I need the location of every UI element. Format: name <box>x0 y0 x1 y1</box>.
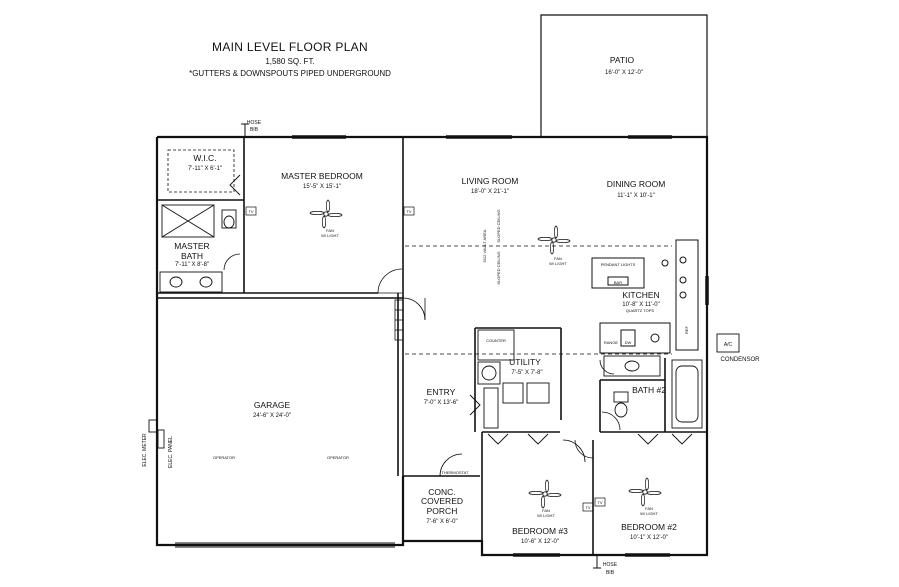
pendant-label: PENDANT LIGHTS <box>601 262 636 267</box>
utility-dims: 7'-5" X 7'-8" <box>511 370 542 376</box>
ac-unit <box>716 333 740 353</box>
patio-dims: 16'-0" X 12'-0" <box>605 70 643 76</box>
wic-name: W.I.C. <box>193 153 216 163</box>
kitchen-name: KITCHEN <box>622 290 659 300</box>
operator-right: OPERATOR <box>327 455 349 460</box>
porch-name-2: COVERED <box>421 496 463 506</box>
master-bath-dims: 7'-11" X 8'-8" <box>175 262 209 268</box>
bath2-fixtures <box>603 355 703 429</box>
patio-name: PATIO <box>610 55 635 65</box>
hose-bib-top-1: HOSE <box>247 120 262 126</box>
elec-markers <box>148 419 165 449</box>
kitchen-cabinets <box>591 239 699 354</box>
closet-doors <box>229 174 693 445</box>
quartz-note: QUARTZ TOPS <box>626 308 655 313</box>
plan-note: *GUTTERS & DOWNSPOUTS PIPED UNDERGROUND <box>189 69 391 78</box>
porch-name-1: CONC. <box>428 487 455 497</box>
utility-fixtures <box>477 329 550 429</box>
wic-dims: 7'-11" X 6'-1" <box>188 166 222 172</box>
fan-light-label-3: W/ LIGHT <box>537 513 555 518</box>
thermostat-label: THERMOSTAT <box>442 470 470 475</box>
master-bedroom-fan-icon <box>309 199 343 229</box>
master-bedroom-dims: 15'-5" X 15'-1" <box>303 184 341 190</box>
master-bath-name-1: MASTER <box>174 241 209 251</box>
bedroom3-dims: 10'-6" X 12'-0" <box>521 539 559 545</box>
fan-label-2: FAN <box>554 256 562 261</box>
bedroom2-dims: 10'-1" X 12'-0" <box>630 535 668 541</box>
condensor-label: CONDENSOR <box>720 357 760 363</box>
bedroom3-name: BEDROOM #3 <box>512 526 568 536</box>
interior-walls <box>157 137 707 555</box>
entry-name: ENTRY <box>427 387 456 397</box>
utility-name: UTILITY <box>509 357 541 367</box>
fan-light-label-1: W/ LIGHT <box>321 233 339 238</box>
master-bath-fixtures <box>159 204 237 293</box>
bath2-name: BATH #2 <box>632 385 666 395</box>
fan-label-3: FAN <box>542 508 550 513</box>
master-bedroom-name: MASTER BEDROOM <box>281 171 363 181</box>
tv-label-2: TV <box>406 209 411 214</box>
hose-bib-bottom-2: BIB <box>606 570 615 576</box>
living-room-name: LIVING ROOM <box>462 176 519 186</box>
ceiling-lines <box>405 245 672 355</box>
door-swings <box>223 253 621 477</box>
entry-dims: 7'-0" X 13'-6" <box>424 400 459 406</box>
kitchen-dims: 10'-8" X 11'-0" <box>622 302 659 308</box>
range-label: RANGE <box>604 340 619 345</box>
tv-label-4: TV <box>597 500 602 505</box>
tv-label-1: TV <box>248 209 253 214</box>
bedroom3-fan-icon <box>528 479 562 509</box>
garage-door <box>175 542 395 548</box>
wic-shelving <box>167 149 235 193</box>
dining-room-name: DINING ROOM <box>607 179 666 189</box>
master-bath-name-2: BATH <box>181 251 203 261</box>
dw-label: DW <box>625 340 632 345</box>
ref-label: REF <box>684 325 689 334</box>
fan-label-4: FAN <box>645 506 653 511</box>
living-room-fan-icon <box>537 225 571 255</box>
operator-left: OPERATOR <box>213 455 235 460</box>
tv-label-3: TV <box>585 505 590 510</box>
plan-area: 1,580 SQ. FT. <box>265 57 315 66</box>
garage-steps <box>394 299 404 341</box>
garage-dims: 24'-6" X 24'-0" <box>253 413 291 419</box>
ac-label: A/C <box>724 342 733 348</box>
porch-name-3: PORCH <box>427 506 458 516</box>
sloped-ceiling-label-2: SLOPED CEILING <box>496 251 501 284</box>
garage-name: GARAGE <box>254 400 291 410</box>
elec-meter-label: ELEC. METER <box>142 433 148 467</box>
bedroom2-name: BEDROOM #2 <box>621 522 677 532</box>
hose-bib-markers <box>241 123 601 569</box>
dining-room-dims: 11'-1" X 10'-1" <box>617 193 654 199</box>
counter-label: COUNTER <box>486 338 506 343</box>
fan-light-label-2: W/ LIGHT <box>549 261 567 266</box>
fan-light-label-4: W/ LIGHT <box>640 511 658 516</box>
porch-dims: 7'-6" X 6'-0" <box>426 519 457 525</box>
hose-bib-top-2: BIB <box>250 127 259 133</box>
sloped-ceiling-label-1: SLOPED CEILING <box>496 209 501 242</box>
tv-markers <box>245 206 606 512</box>
bar-label: BAR <box>614 280 622 285</box>
patio-outline <box>540 14 708 137</box>
hose-bib-bottom-1: HOSE <box>603 562 618 568</box>
window-marks <box>292 135 709 557</box>
fan-label-1: FAN <box>326 228 334 233</box>
elec-panel-label: ELEC. PANEL <box>168 436 174 468</box>
bedroom2-fan-icon <box>628 477 662 507</box>
vault-label: 5/12 VAULT AREA <box>482 229 487 262</box>
living-room-dims: 18'-0" X 21'-1" <box>471 189 509 195</box>
plan-title: MAIN LEVEL FLOOR PLAN <box>212 40 368 54</box>
